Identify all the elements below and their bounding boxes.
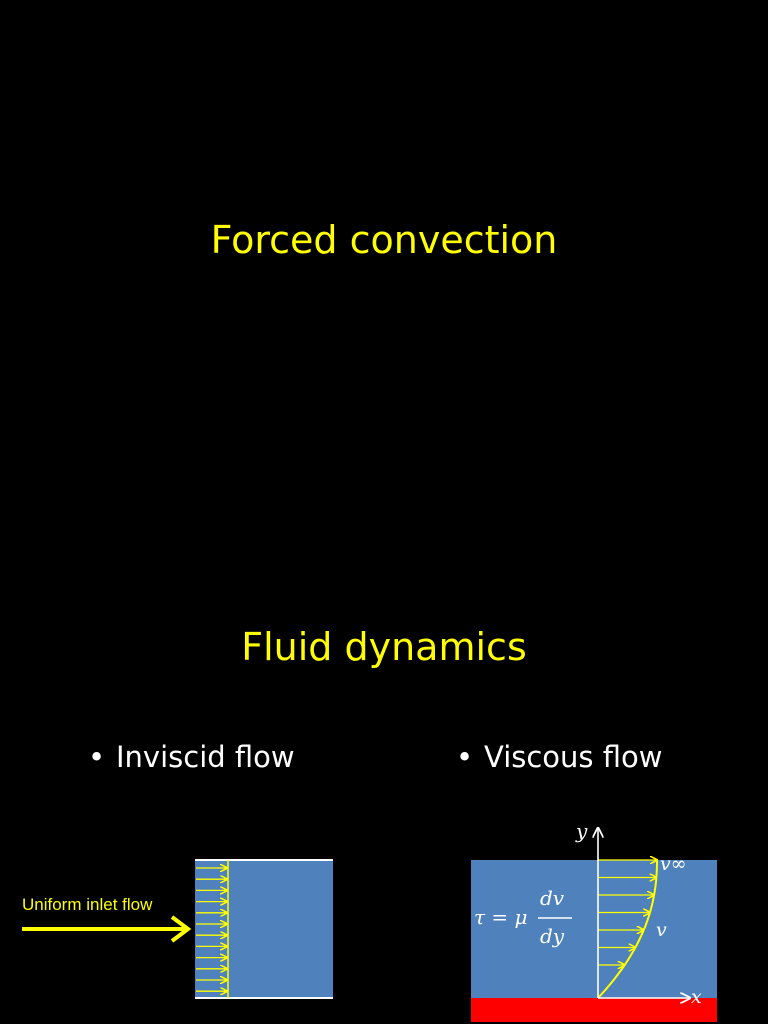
slide-title-fluid-dynamics: Fluid dynamics [241, 625, 527, 669]
bullet-dot: • [88, 740, 106, 774]
x-axis-label: x [691, 986, 702, 1008]
velocity-profile-arrows [598, 860, 657, 965]
slide-title-forced-convection: Forced convection [210, 218, 558, 262]
bullet-dot: • [456, 740, 474, 774]
inlet-flow-label: Uniform inlet flow [22, 895, 153, 914]
derivative-denominator: dy [540, 924, 565, 948]
viscous-fluid-region [471, 860, 717, 998]
velocity-label: v [656, 919, 667, 941]
free-stream-velocity-label: v∞ [660, 853, 687, 875]
bullet-inviscid-label: Inviscid flow [116, 740, 295, 774]
inlet-flow-arrowhead [170, 915, 192, 943]
shear-stress-lhs: τ = μ [474, 905, 528, 929]
bullet-inviscid-flow: • Inviscid flow [88, 740, 295, 774]
inviscid-flow-diagram: Uniform inlet flow [22, 859, 333, 999]
bullet-viscous-label: Viscous flow [484, 740, 663, 774]
uniform-velocity-arrows [196, 868, 227, 991]
wall-surface [471, 998, 717, 1022]
bullet-viscous-flow: • Viscous flow [456, 740, 663, 774]
derivative-numerator: dv [540, 886, 565, 910]
inviscid-fluid-channel [195, 860, 333, 998]
viscous-flow-diagram: y x v∞ v τ = μ dv dy [471, 819, 717, 1022]
y-axis-label: y [575, 819, 588, 843]
velocity-profile-curve [597, 860, 658, 999]
